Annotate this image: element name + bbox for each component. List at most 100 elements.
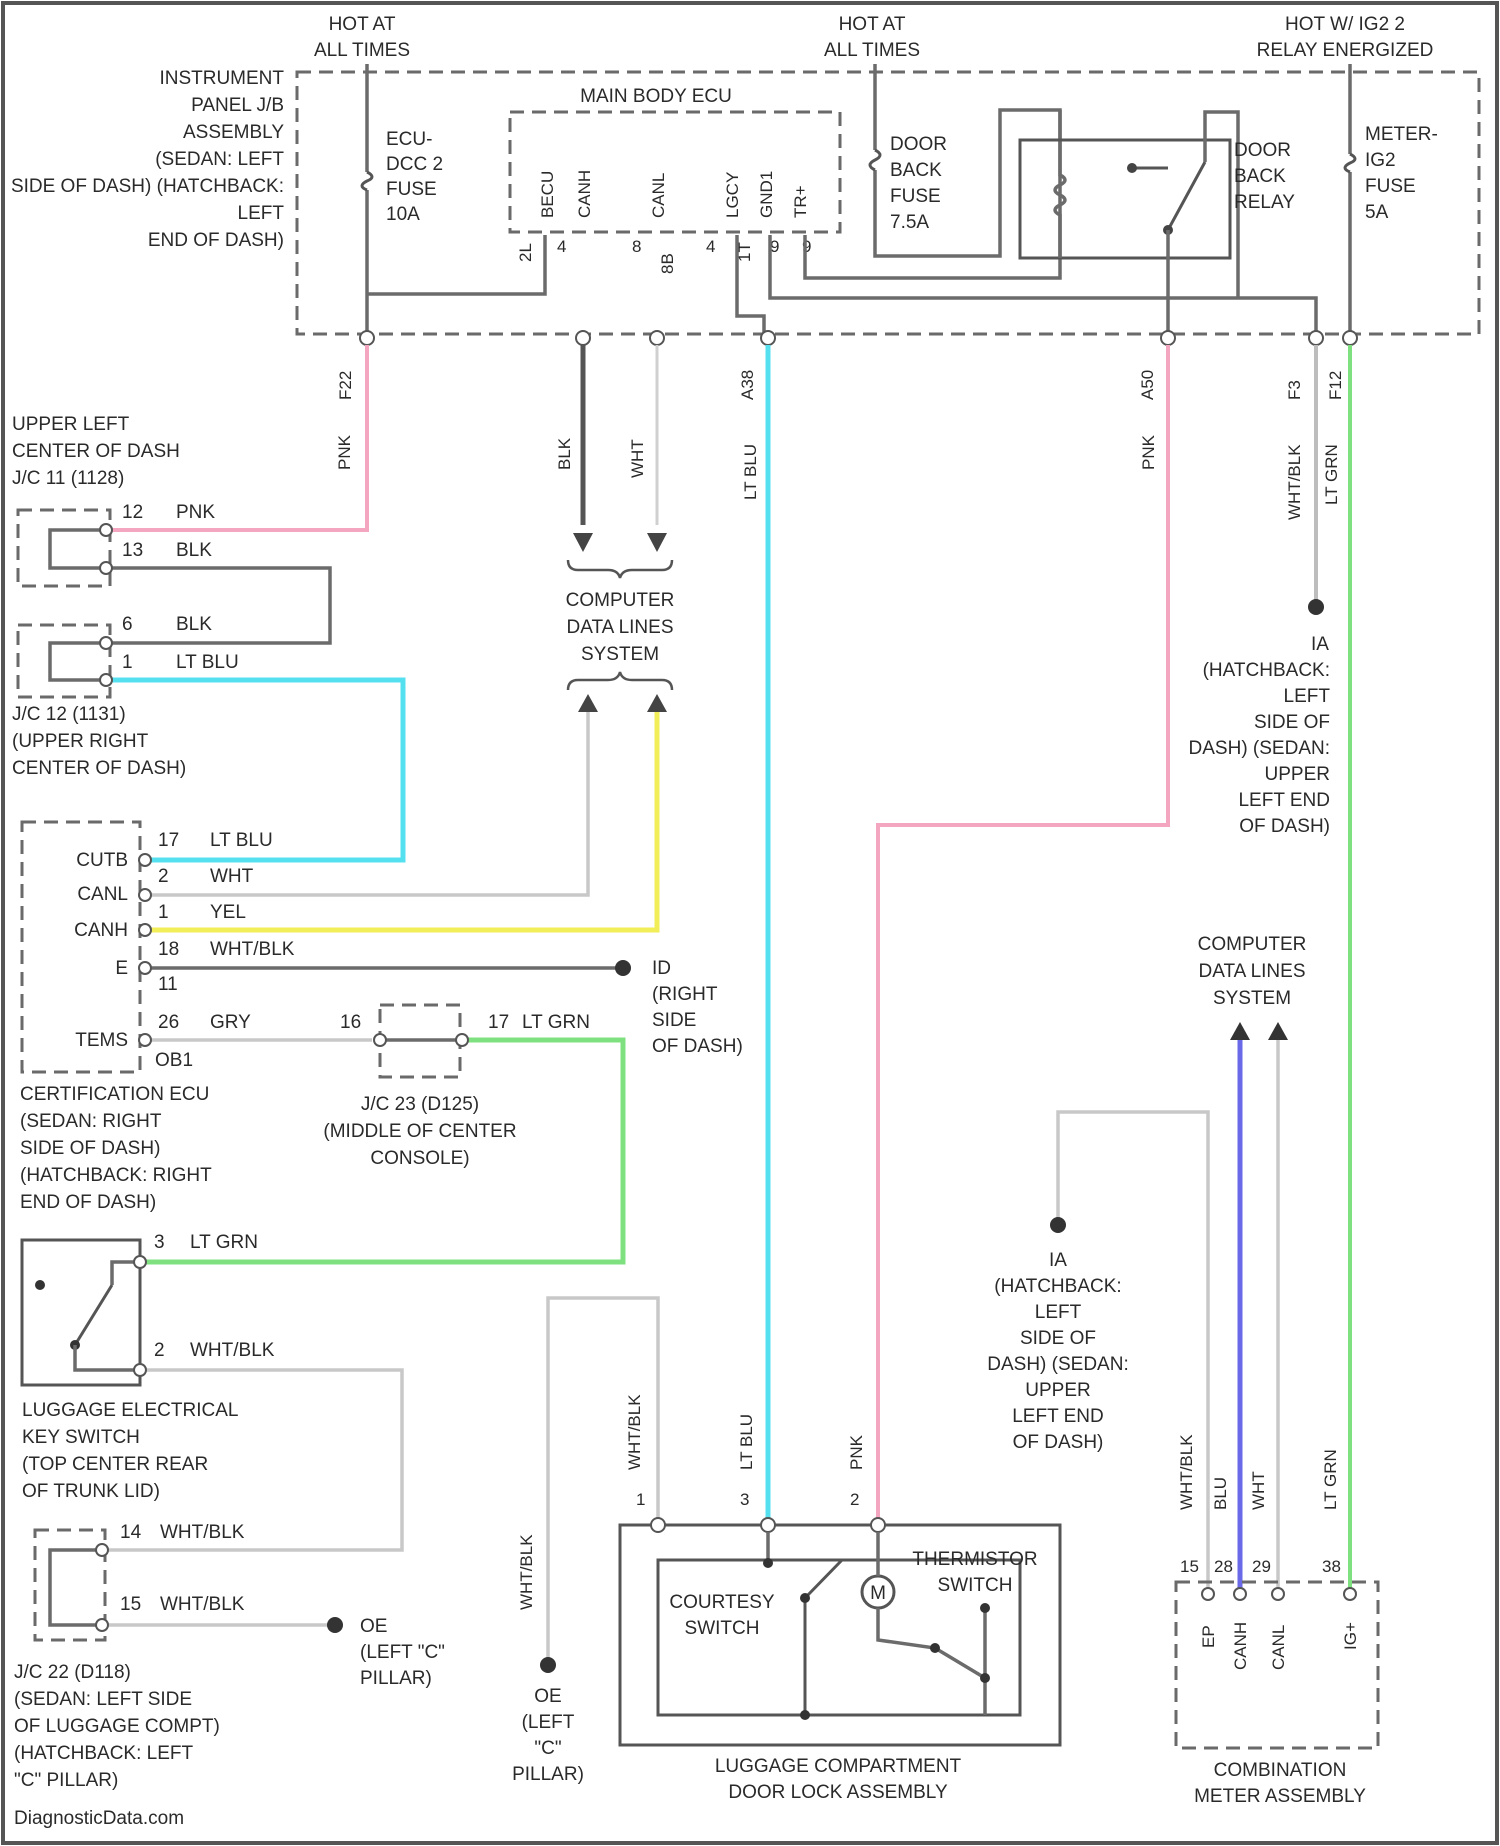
lug-line-4: OF TRUNK LID)	[22, 1481, 160, 1502]
hot-label-1-line2: ALL TIMES	[314, 40, 410, 61]
jc22-bridge	[50, 1550, 100, 1625]
mbe-pin-tr: TR+	[791, 185, 810, 218]
ia-r-line-6: UPPER	[1265, 764, 1330, 785]
lbl-blk-canh: BLK	[555, 437, 574, 470]
ia-l-line-8: OF DASH)	[1013, 1432, 1104, 1453]
cma-term-ig	[1344, 1588, 1356, 1600]
cert-term-17	[139, 854, 151, 866]
jc12-pin-6-color: BLK	[176, 614, 212, 635]
ia-l-line-6: UPPER	[1025, 1380, 1090, 1401]
cert-color-2: WHT	[210, 866, 254, 887]
lug-switch-pin-labels: 3 LT GRN 2 WHT/BLK	[154, 1232, 275, 1361]
ia-right-dot	[1308, 599, 1324, 615]
jb-terminals	[360, 331, 1357, 345]
ip-line-6: LEFT	[238, 203, 285, 224]
mf-line-2: IG2	[1365, 150, 1396, 171]
wire-whtblk-ia-cma	[1058, 1112, 1208, 1590]
terminal-a38	[761, 331, 775, 345]
cert-ecu-pins: CUTB CANL CANH E TEMS OB1	[74, 850, 193, 1071]
arrow-up-wht	[578, 694, 598, 712]
lca-term-3	[761, 1518, 775, 1532]
lbl-whtblk-f3: WHT/BLK	[1285, 444, 1304, 520]
relay-contact-dot-1	[1127, 163, 1137, 173]
lbl-ltblu-a38: LT BLU	[741, 444, 760, 500]
lug-term-2	[134, 1364, 146, 1376]
cma-pin-ep: EP	[1199, 1625, 1218, 1648]
cert-pin-ob1: OB1	[155, 1050, 193, 1071]
jc12-pin-1-color: LT BLU	[176, 652, 239, 673]
jc22-line-1: J/C 22 (D118)	[14, 1662, 131, 1683]
jc11-label: UPPER LEFT CENTER OF DASH J/C 11 (1128)	[12, 414, 180, 489]
door-back-relay-label: DOOR BACK RELAY	[1234, 140, 1295, 213]
lug-switch-symbol	[40, 1285, 112, 1345]
goe2-line-4: PILLAR)	[512, 1764, 584, 1785]
cert-term-1	[139, 924, 151, 936]
hot-label-2-line1: HOT AT	[839, 14, 906, 35]
jc23-color-17: LT GRN	[522, 1012, 590, 1033]
jc11-line-3: J/C 11 (1128)	[12, 468, 124, 489]
cma-term-canh	[1234, 1588, 1246, 1600]
lca-term-2	[871, 1518, 885, 1532]
cert-pin-cutb: CUTB	[76, 850, 128, 871]
lbl-ltblu-lca3: LT BLU	[737, 1414, 756, 1470]
cma-terminals	[1202, 1588, 1356, 1600]
ground-id: ID (RIGHT SIDE OF DASH)	[615, 958, 743, 1057]
ground-oe-2: OE (LEFT "C" PILLAR)	[512, 1657, 584, 1785]
main-body-ecu-pin-numbers: 2L 4 8 8B 4 1T 9 9	[516, 237, 811, 274]
lug-color-3: LT GRN	[190, 1232, 258, 1253]
ecu-fuse-line-4: 10A	[386, 204, 420, 225]
cdl-right-line-3: SYSTEM	[1213, 988, 1291, 1009]
ia-l-line-1: IA	[1049, 1250, 1067, 1271]
cert-num-26: 26	[158, 1012, 179, 1033]
terminal-f3	[1309, 331, 1323, 345]
ground-id-dot	[615, 960, 631, 976]
lbl-wht-cma: WHT	[1249, 1471, 1268, 1510]
lug-color-2: WHT/BLK	[190, 1340, 275, 1361]
jc23-pin-16	[374, 1034, 386, 1046]
wire-id-f22: F22	[336, 371, 355, 400]
lca-num-2: 2	[850, 1490, 859, 1509]
ground-oe-dot	[327, 1617, 343, 1633]
jc12-line-2: (UPPER RIGHT	[12, 731, 149, 752]
jc11-pin-12	[100, 524, 112, 536]
jc11-pin-12-color: PNK	[176, 502, 215, 523]
cma-line-1: COMBINATION	[1214, 1760, 1347, 1781]
cert-term-26	[139, 1034, 151, 1046]
gid-line-1: ID	[652, 958, 671, 979]
mbe-pin-canl: CANL	[649, 173, 668, 218]
wire-id-a50: A50	[1138, 370, 1157, 400]
jc23-line-3: CONSOLE)	[370, 1148, 469, 1169]
mbe-num-5: 4	[706, 237, 715, 256]
main-body-ecu-pins: BECU CANH CANL LGCY GND1 TR+	[538, 170, 810, 218]
ip-line-5: SIDE OF DASH) (HATCHBACK:	[11, 176, 284, 197]
lug-line-3: (TOP CENTER REAR	[22, 1454, 208, 1475]
ip-line-1: INSTRUMENT	[159, 68, 284, 89]
ecu-gnd-wire	[770, 235, 1316, 334]
cert-term-18	[139, 962, 151, 974]
lca-line-1: LUGGAGE COMPARTMENT	[715, 1756, 962, 1777]
jc22-color-14: WHT/BLK	[160, 1522, 245, 1543]
jc11-pin-13-color: BLK	[176, 540, 212, 561]
door-back-relay-box	[1020, 140, 1230, 258]
lbl-pnk-lca2: PNK	[847, 1434, 866, 1470]
jc12-pin-6	[100, 637, 112, 649]
cdl-left-line-2: DATA LINES	[567, 617, 674, 638]
lug-switch-dot-1	[35, 1280, 45, 1290]
ia-left-dot	[1050, 1217, 1066, 1233]
goe-line-3: PILLAR)	[360, 1668, 432, 1689]
terminal-f22	[360, 331, 374, 345]
diagram-border	[3, 3, 1497, 1843]
mbe-num-1: 2L	[516, 243, 535, 262]
dbf-line-1: DOOR	[890, 134, 947, 155]
terminal-f12	[1343, 331, 1357, 345]
lbl-blu-cma: BLU	[1211, 1477, 1230, 1510]
cert-num-1: 1	[158, 902, 169, 923]
mbe-num-3: 8	[632, 237, 641, 256]
lbl-whtblk-gnd2: WHT/BLK	[517, 1534, 536, 1610]
courtesy-switch-label: COURTESY SWITCH	[669, 1592, 775, 1639]
terminal-canh	[576, 331, 590, 345]
lug-num-3: 3	[154, 1232, 165, 1253]
footer-credit: DiagnosticData.com	[14, 1808, 184, 1829]
ecu-fuse-line-3: FUSE	[386, 179, 437, 200]
cdl-left-line-1: COMPUTER	[566, 590, 675, 611]
